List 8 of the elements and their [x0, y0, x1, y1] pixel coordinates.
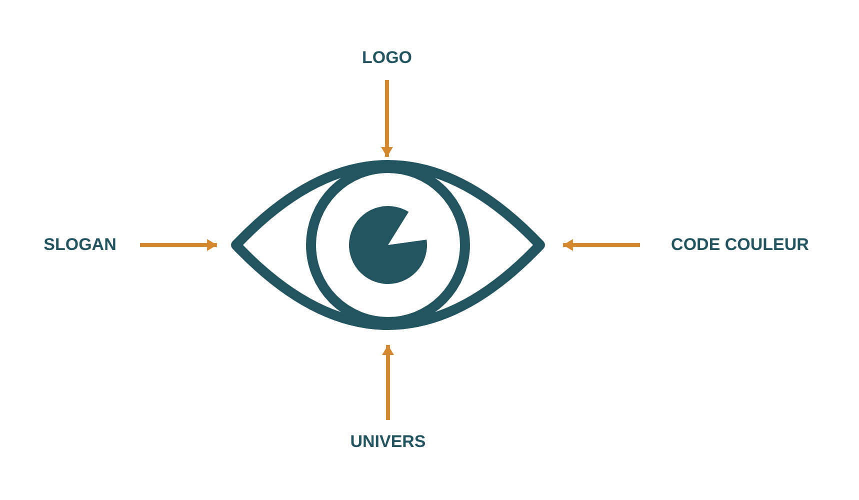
topic-label: SLOGAN: [44, 235, 116, 255]
arrow: [381, 80, 393, 157]
topic-label: UNIVERS: [350, 432, 426, 452]
arrow: [382, 345, 394, 420]
topic-label: LOGO: [362, 48, 412, 68]
topic-label: CODE COULEUR: [671, 235, 809, 255]
arrow: [563, 239, 640, 251]
arrow: [140, 239, 217, 251]
